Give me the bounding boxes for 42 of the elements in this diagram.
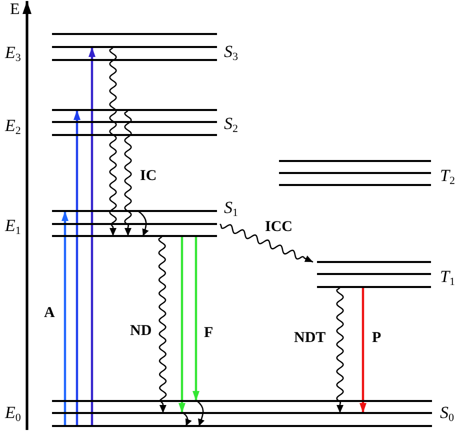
arrow — [74, 110, 80, 426]
wavy-arrow — [109, 46, 117, 236]
edge-label: A — [44, 305, 55, 321]
arrow — [88, 47, 96, 426]
arrow — [360, 287, 366, 413]
energy-level-line — [52, 59, 217, 61]
state-label: S$_{3}$ — [224, 43, 238, 61]
wavy-arrow — [336, 286, 344, 413]
energy-level-line — [52, 235, 217, 237]
energy-level-line — [317, 286, 431, 288]
arrow — [62, 211, 68, 426]
axis-label: E — [10, 2, 20, 18]
energy-level-line — [52, 400, 432, 402]
state-label: S$_{1}$ — [224, 199, 238, 217]
energy-level-line — [52, 33, 217, 35]
edge-label: F — [204, 325, 214, 341]
curved-arrow — [182, 412, 192, 426]
energy-label: E$_{0}$ — [5, 404, 21, 422]
edge-label: ND — [130, 323, 152, 339]
edge-label: NDT — [294, 330, 326, 346]
state-label: S$_{0}$ — [440, 404, 454, 422]
edge-label: IC — [140, 168, 157, 184]
curved-arrow — [196, 400, 205, 426]
edge-label: ICC — [265, 219, 293, 235]
state-label: T$_{1}$ — [440, 268, 455, 286]
energy-label: E$_{3}$ — [5, 44, 21, 62]
state-label: S$_{2}$ — [224, 115, 238, 133]
arrow — [192, 236, 200, 401]
energy-level-line — [279, 184, 431, 186]
edge-label: P — [372, 330, 382, 346]
energy-level-line — [52, 425, 432, 427]
energy-level-line — [279, 160, 431, 162]
wavy-arrow — [219, 224, 314, 263]
energy-level-line — [52, 109, 217, 111]
energy-label: E$_{2}$ — [5, 117, 21, 135]
state-label: T$_{2}$ — [440, 167, 455, 185]
wavy-arrow — [158, 236, 167, 413]
energy-level-line — [317, 261, 431, 263]
wavy-arrow — [124, 110, 132, 236]
curved-arrow — [138, 210, 149, 236]
energy-level-line — [52, 134, 217, 136]
arrow — [178, 236, 186, 413]
